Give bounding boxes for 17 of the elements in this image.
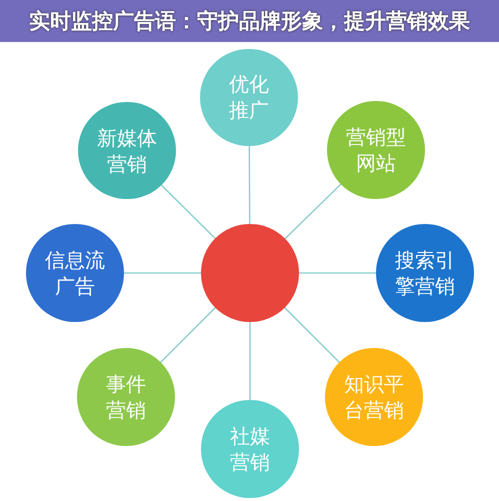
circle-label: 营销型网站 xyxy=(345,124,408,176)
circle-label: 新媒体营销 xyxy=(96,124,158,177)
circle-label: 优化推广 xyxy=(228,71,270,124)
title-text: 实时监控广告语：守护品牌形象，提升营销效果 xyxy=(29,8,470,35)
circle-label: 事件营销 xyxy=(104,371,147,424)
circle-label: 搜索引擎营销 xyxy=(394,246,456,299)
circle-label: 信息流广告 xyxy=(44,246,106,299)
circle-label: 知识平台营销 xyxy=(343,371,406,424)
connector-line xyxy=(284,307,340,364)
connector-line xyxy=(298,272,376,274)
connector-line xyxy=(160,184,216,240)
connector-line xyxy=(249,322,251,400)
connector-line xyxy=(160,307,216,364)
connector-line xyxy=(248,146,250,224)
connector-line xyxy=(124,272,202,274)
connector-line xyxy=(284,183,342,240)
circle-label: 社媒营销 xyxy=(228,422,271,475)
